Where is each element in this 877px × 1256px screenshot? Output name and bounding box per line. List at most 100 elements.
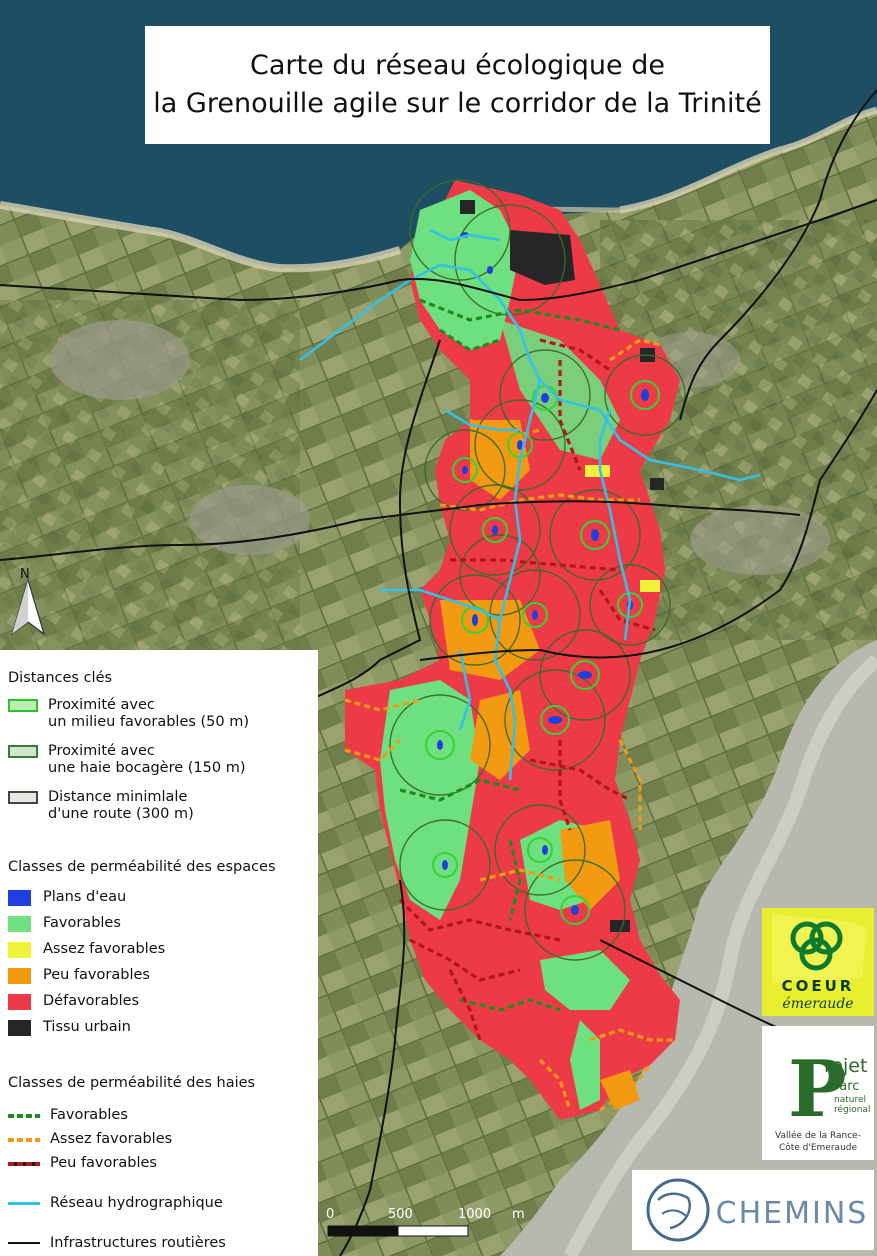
scale-bar: 0 500 1000 m [318, 1198, 538, 1248]
village-east [690, 505, 830, 575]
urban-fabric-4 [650, 478, 664, 490]
legend-section-hedges: Classes de perméabilité des haies [8, 1075, 256, 1091]
legend-hydro: Réseau hydrographique [8, 1195, 223, 1212]
urban-fabric-1 [510, 230, 575, 285]
village-west [50, 320, 190, 400]
coeur-logo-line-2: émeraude [782, 996, 853, 1012]
legend-distance-swatch [8, 791, 38, 804]
peu-favorable-patch-1 [470, 420, 530, 500]
parc-logo-word-3: naturel [834, 1095, 866, 1105]
beach-east [619, 106, 877, 214]
legend-hedge-favorable: Favorables [8, 1107, 128, 1124]
legend-distance-hedge-proximity: Proximité avec une haie bocagère (150 m) [8, 743, 246, 777]
beach-west [0, 201, 402, 273]
legend-space-label: Tissu urbain [43, 1019, 131, 1035]
logo-coeur-emeraude[interactable]: COEUR émeraude [762, 908, 874, 1016]
legend-distance-label: Distance minimlale [48, 789, 188, 805]
legend-hydro-label: Réseau hydrographique [50, 1195, 223, 1211]
legend-space-swatch [8, 916, 31, 932]
urban-fabric-5 [610, 920, 630, 932]
hydrographic-network [299, 228, 761, 781]
legend-space-swatch [8, 968, 31, 984]
legend-distance-label: un milieu favorables (50 m) [48, 714, 250, 730]
legend-distance-label: une haie bocagère (150 m) [48, 760, 246, 776]
parc-logo-word-2: Parc [832, 1079, 859, 1094]
legend-roads: Infrastructures routières [8, 1235, 226, 1252]
legend-space-swatch [8, 942, 31, 958]
legend-hedge-label: Peu favorables [50, 1155, 157, 1171]
legend-hedge-peu-favorable: Peu favorables [8, 1155, 157, 1172]
legend-distance-label: Proximité avec [48, 743, 155, 759]
distance-rings [389, 179, 686, 961]
projet-parc-icon: P rojet Parc naturel régional Vallée de … [762, 1026, 874, 1160]
legend-space-swatch [8, 890, 31, 906]
urban-fabric-2 [460, 200, 475, 214]
legend-distance-label: Proximité avec [48, 697, 155, 713]
scale-label-unit: m [512, 1207, 525, 1222]
legend-distance-label: d'une route (300 m) [48, 806, 194, 822]
map-title-line-1: Carte du réseau écologique de [250, 50, 665, 81]
logo-chemins[interactable]: CHEMINS [632, 1170, 874, 1250]
legend-distance-favorable-proximity: Proximité avec un milieu favorables (50 … [8, 697, 249, 731]
map-legend: Distances clés Proximité avec un milieu … [0, 650, 318, 1256]
peu-favorable-patch-4 [560, 820, 620, 910]
north-label: N [20, 567, 30, 582]
legend-hedge-swatch [8, 1162, 40, 1166]
corridor-area[interactable] [344, 179, 686, 1120]
legend-space-defavorable: Défavorables [8, 993, 139, 1010]
parc-logo-letter: P [788, 1044, 847, 1135]
legend-hedge-swatch [8, 1138, 40, 1142]
legend-hedge-swatch [8, 1114, 40, 1118]
parc-logo-line-1: Vallée de la Rance- [775, 1130, 861, 1141]
assez-favorable-patch-1 [585, 465, 610, 477]
legend-hydro-swatch [8, 1202, 40, 1205]
legend-space-swatch [8, 994, 31, 1010]
legend-space-assez-favorable: Assez favorables [8, 941, 165, 958]
legend-hedge-label: Assez favorables [50, 1131, 173, 1147]
legend-space-label: Peu favorables [43, 967, 150, 983]
legend-space-swatch [8, 1020, 31, 1036]
parc-logo-word-4: régional [834, 1104, 870, 1115]
parc-logo-word-1: rojet [824, 1055, 867, 1077]
map-title-box: Carte du réseau écologique de la Grenoui… [145, 26, 770, 144]
logo-projet-parc[interactable]: P rojet Parc naturel régional Vallée de … [762, 1026, 874, 1160]
legend-space-label: Plans d'eau [43, 889, 127, 905]
legend-space-peu-favorable: Peu favorables [8, 967, 150, 984]
legend-space-water: Plans d'eau [8, 889, 126, 906]
legend-distance-road: Distance minimlale d'une route (300 m) [8, 789, 194, 823]
legend-distance-swatch [8, 699, 38, 712]
chemins-logo-text: CHEMINS [716, 1196, 869, 1231]
scale-label-1000: 1000 [458, 1207, 491, 1222]
legend-roads-label: Infrastructures routières [50, 1235, 226, 1251]
estuary-flat [563, 654, 877, 1256]
map-title-line-2: la Grenouille agile sur le corridor de l… [153, 88, 762, 119]
chemins-icon: CHEMINS [632, 1170, 874, 1250]
legend-space-urban: Tissu urbain [8, 1019, 131, 1036]
coeur-logo-line-1: COEUR [782, 977, 855, 995]
legend-hedge-label: Favorables [50, 1107, 128, 1123]
legend-roads-swatch [8, 1242, 40, 1244]
scale-label-0: 0 [326, 1207, 334, 1222]
legend-distance-swatch [8, 745, 38, 758]
favorable-patch-south-2 [540, 950, 630, 1010]
hedges [344, 298, 675, 1112]
legend-section-spaces: Classes de perméabilité des espaces [8, 859, 276, 875]
legend-section-distances: Distances clés [8, 670, 113, 686]
legend-hedge-assez-favorable: Assez favorables [8, 1131, 172, 1148]
scale-label-500: 500 [388, 1207, 413, 1222]
coeur-emeraude-icon: COEUR émeraude [762, 908, 874, 1016]
north-arrow-icon: N [10, 567, 46, 636]
favorable-patch-south-3 [570, 1020, 600, 1110]
legend-space-label: Favorables [43, 915, 121, 931]
legend-space-label: Défavorables [43, 993, 140, 1009]
peu-favorable-patch-2 [440, 600, 540, 680]
north-arrow: N [8, 566, 48, 638]
assez-favorable-patch-2 [640, 580, 660, 592]
parc-logo-line-2: Côte d'Emeraude [779, 1142, 858, 1153]
peu-favorable-patch-5 [600, 1070, 640, 1110]
favorable-proximity-rings [425, 380, 660, 925]
scale-bar-graphic: 0 500 1000 m [326, 1207, 525, 1237]
legend-space-favorable: Favorables [8, 915, 121, 932]
legend-space-label: Assez favorables [43, 941, 166, 957]
